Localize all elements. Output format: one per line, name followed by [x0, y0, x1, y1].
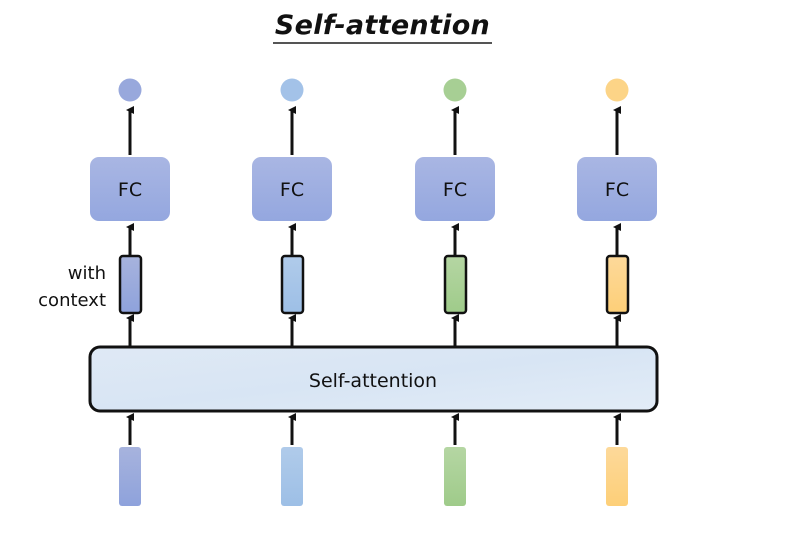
input-vector-1 — [119, 447, 141, 506]
fc-label-3: FC — [443, 179, 467, 201]
output-node-3 — [443, 78, 467, 102]
context-label-line1: with — [68, 263, 106, 284]
fc-layer-2 — [252, 157, 332, 221]
input-vector-3 — [444, 447, 466, 506]
output-node-4 — [605, 78, 629, 102]
output-node-1 — [118, 78, 142, 102]
self-attention-block-label: Self-attention — [309, 370, 437, 392]
title-text: Self-attention — [272, 10, 493, 44]
input-vector-2 — [281, 447, 303, 506]
context-vector-1 — [118, 254, 143, 315]
fc-layer-3 — [415, 157, 495, 221]
diagram-title: Self-attention — [0, 10, 765, 44]
fc-layer-4 — [577, 157, 657, 221]
context-vector-2 — [280, 254, 305, 315]
context-label-line2: context — [38, 290, 106, 311]
fc-layer-1 — [90, 157, 170, 221]
fc-label-1: FC — [118, 179, 142, 201]
context-vector-3 — [443, 254, 468, 315]
self-attention-block — [88, 345, 659, 413]
input-vector-4 — [606, 447, 628, 506]
output-node-2 — [280, 78, 304, 102]
fc-label-4: FC — [605, 179, 629, 201]
fc-label-2: FC — [280, 179, 304, 201]
context-vector-4 — [605, 254, 630, 315]
